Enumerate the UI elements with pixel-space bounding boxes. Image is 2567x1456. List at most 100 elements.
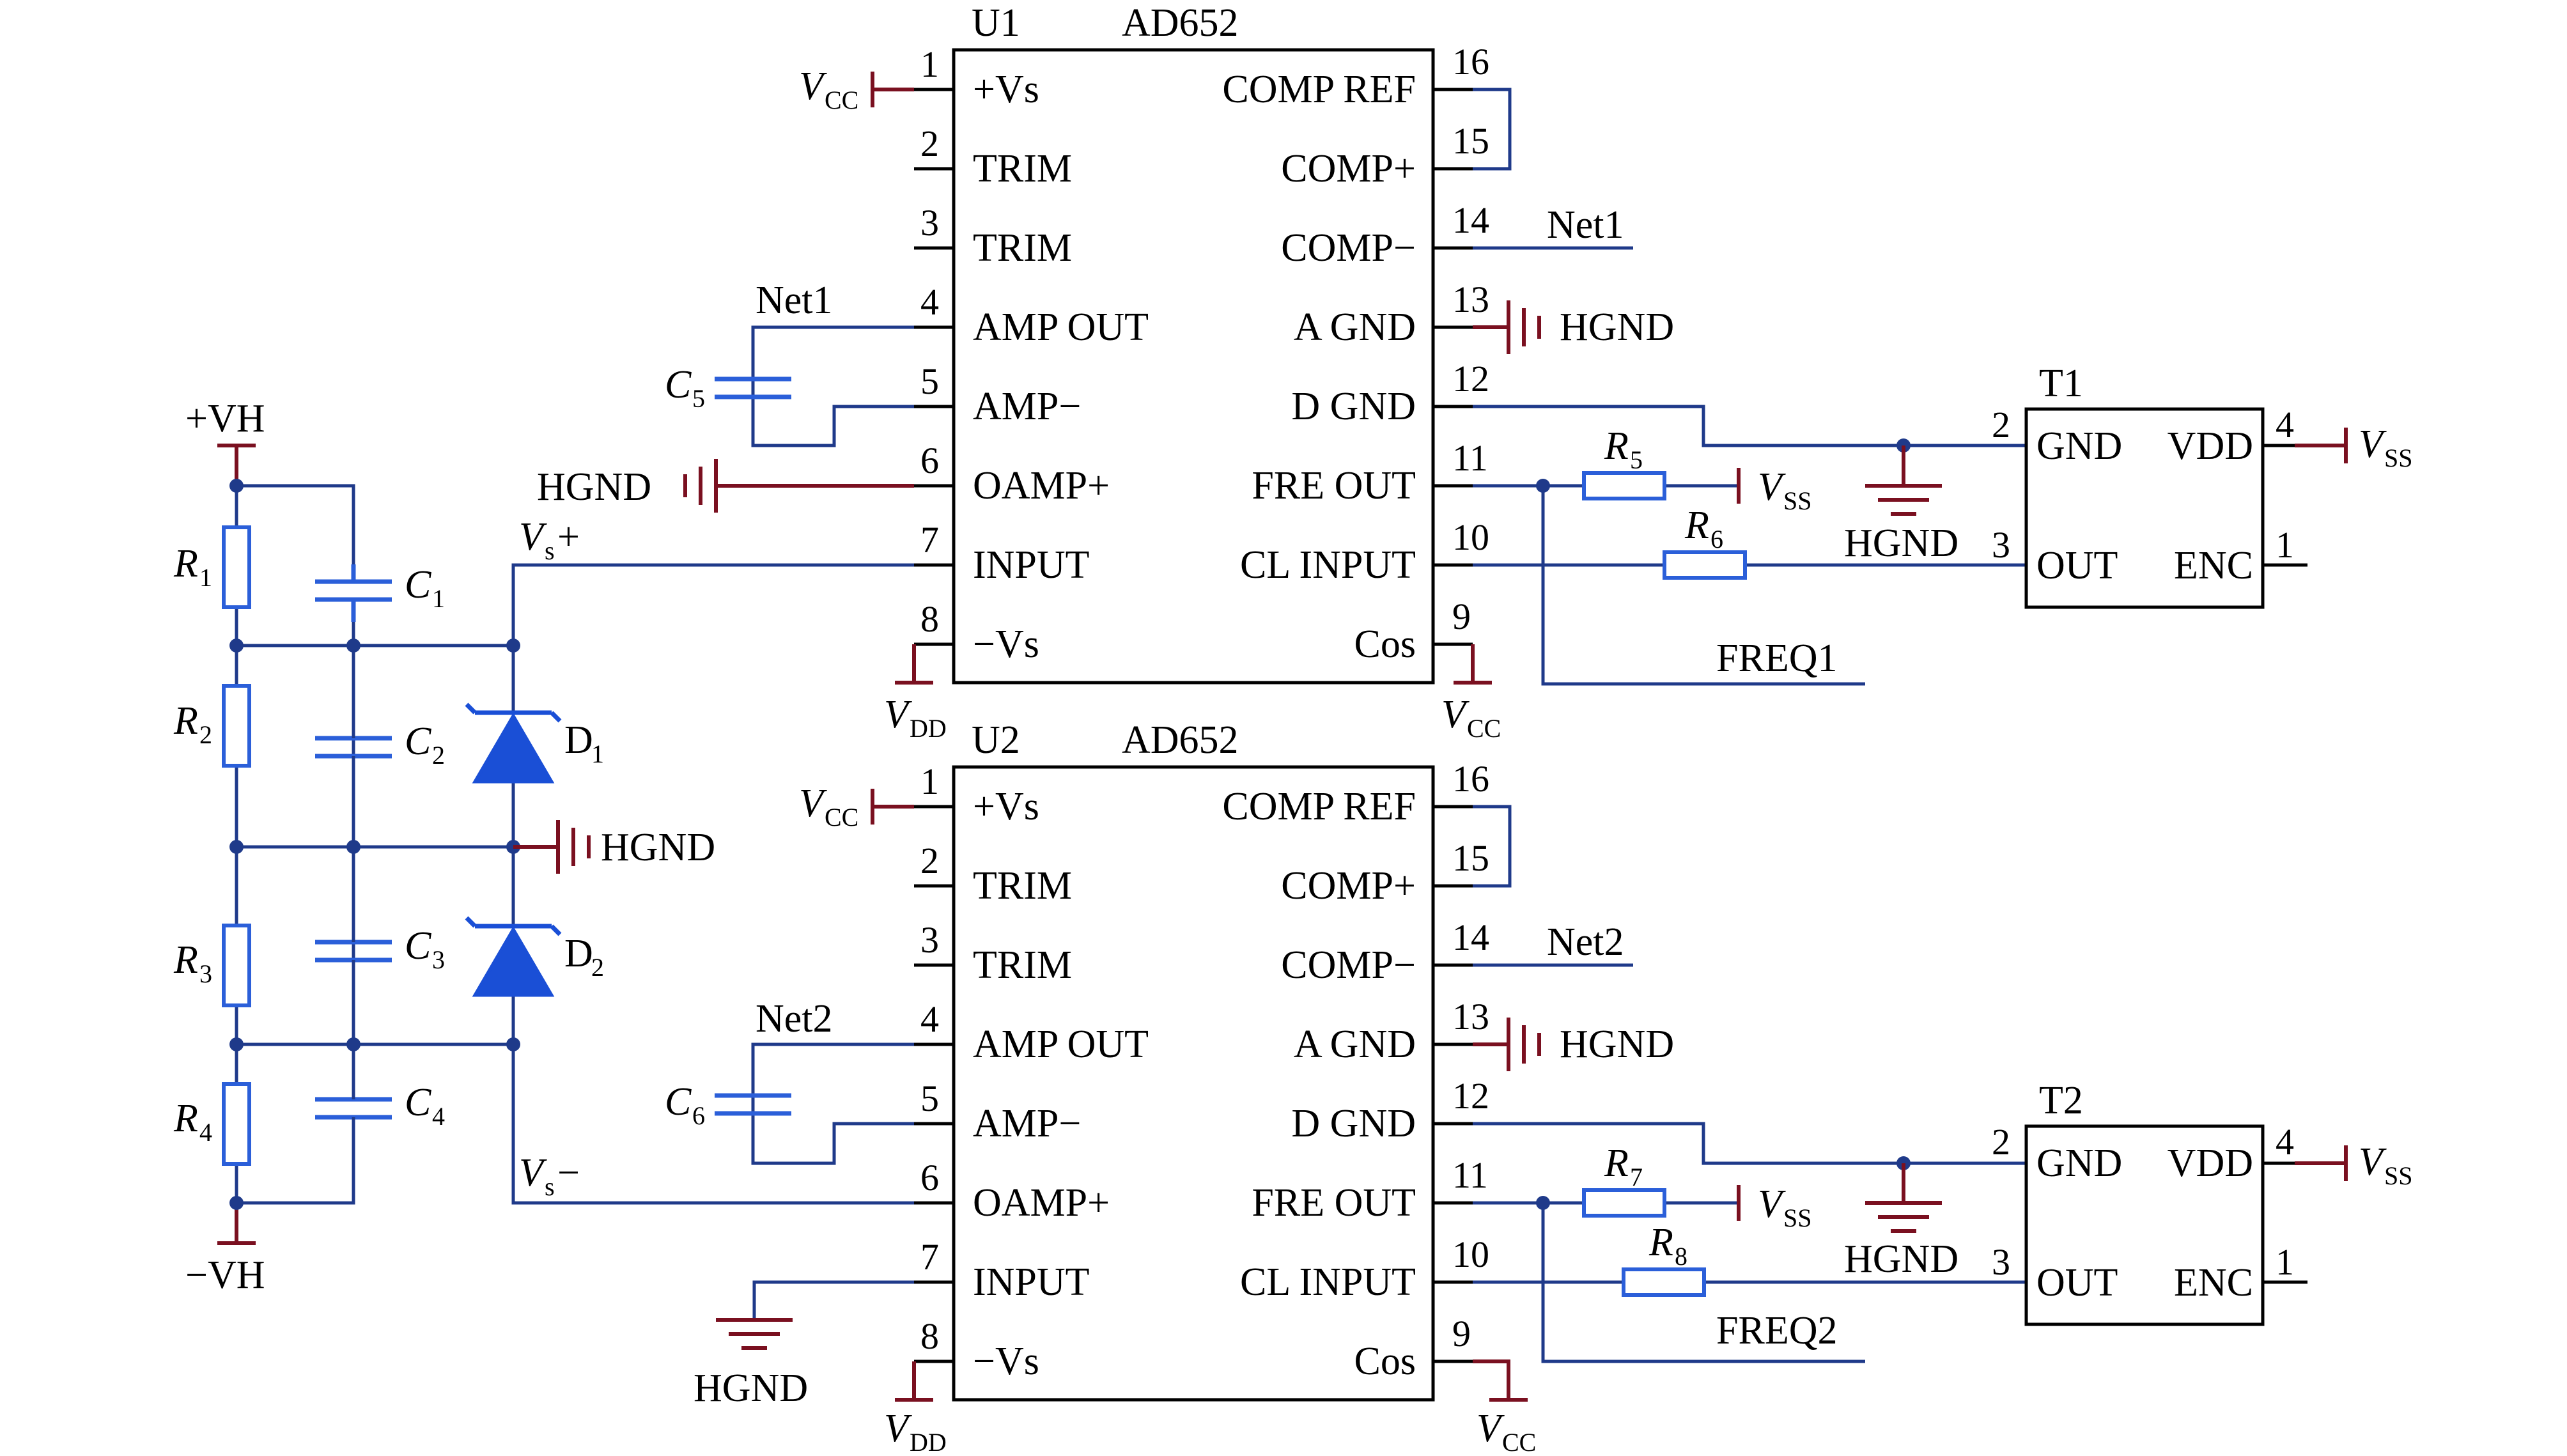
u1-pin-7-number: 7 [920, 519, 939, 561]
r2-label-sub: 2 [199, 720, 212, 749]
d1-label: D [564, 718, 593, 762]
vs-plus-v: V [519, 515, 547, 559]
u1-vcc-v: V [799, 65, 827, 108]
u1-pin-16-number: 16 [1452, 41, 1489, 82]
t2-pin-gnd-name: GND [2036, 1142, 2122, 1185]
u1-vdd-v: V [884, 693, 912, 736]
d2-label: D [564, 932, 593, 975]
u2-pin-1-number: 1 [920, 761, 939, 802]
c3-label-sub: 3 [432, 945, 445, 974]
t1-pin-1-number: 1 [2276, 524, 2294, 566]
vs-minus-suffix: − [557, 1151, 580, 1195]
t2-pin-4-number: 4 [2276, 1121, 2294, 1163]
u2-pin-3-name: TRIM [973, 943, 1072, 987]
u1-vdd-sub: DD [910, 714, 947, 743]
u1-pin-14-number: 14 [1452, 199, 1489, 241]
u2-pin-4-name: AMP OUT [973, 1023, 1149, 1066]
c4-label-sub: 4 [432, 1102, 445, 1131]
u1-part-label: AD652 [1122, 1, 1239, 45]
r5-vss-v: V [1758, 465, 1786, 509]
vh-minus-label: −VH [185, 1253, 265, 1297]
u2-vcc-supply: V CC [799, 782, 914, 832]
r5-label: R [1604, 424, 1629, 468]
u1-vcc-supply: V CC [799, 65, 914, 114]
d1-label-sub: 1 [591, 740, 604, 768]
t2-ref-label: T2 [2039, 1079, 2083, 1122]
freq2-label: FREQ2 [1716, 1309, 1837, 1352]
u1-fre-out-network: V SS FREQ1 [1473, 465, 2026, 686]
u1-agnd-hgnd: HGND [1473, 300, 1674, 354]
u2-input-hgnd-label: HGND [694, 1367, 808, 1410]
u2-net2-pin14: Net2 [1473, 920, 1633, 967]
u2-pin-10-number: 10 [1452, 1234, 1489, 1275]
u2-comp-ref-tie [1473, 805, 1512, 888]
c2-label-sub: 2 [432, 741, 445, 770]
u1-cos-vcc-sub: CC [1467, 714, 1501, 743]
u2-left-pins: 1 2 3 4 5 6 7 8 +Vs TRIM TRIM AMP OUT AM… [914, 761, 1149, 1383]
vs-plus-sub: s [545, 536, 555, 565]
d1-zener-diode: D 1 [465, 702, 604, 784]
c5-capacitor: C 5 [665, 363, 791, 413]
u2-pin-15-number: 15 [1452, 837, 1489, 879]
d2-label-sub: 2 [591, 953, 604, 982]
u1-pin-9-name: Cos [1354, 623, 1416, 666]
r7-label-sub: 7 [1630, 1163, 1643, 1191]
u2-pin-14-number: 14 [1452, 917, 1489, 958]
u2-pin-9-name: Cos [1354, 1340, 1416, 1383]
c3-capacitor: C 3 [315, 847, 445, 1044]
u1-comp-ref-tie [1473, 88, 1512, 171]
r1-label: R [173, 542, 198, 585]
u2-net2-amp-label: Net2 [756, 997, 833, 1041]
t1-pin-vdd-name: VDD [2168, 424, 2253, 468]
u1-pin-6-number: 6 [920, 440, 939, 481]
u1-right-pins: 16 15 14 13 12 11 10 9 COMP REF COMP+ CO… [1222, 41, 1489, 666]
u1-pin-2-number: 2 [920, 123, 939, 164]
u1-pin-15-number: 15 [1452, 120, 1489, 162]
u2-ad652-chip: U2 AD652 [952, 718, 1435, 1402]
r6-label-sub: 6 [1710, 525, 1723, 554]
r7-label: R [1604, 1142, 1629, 1185]
u1-net1-amp-label: Net1 [756, 279, 833, 322]
u1-pin-13-number: 13 [1452, 279, 1489, 320]
t2-vss-v: V [2359, 1140, 2387, 1184]
r2-label: R [173, 699, 198, 743]
u1-pin-5-name: AMP− [973, 385, 1081, 428]
u2-pin-13-name: A GND [1294, 1023, 1416, 1066]
u1-net1-pin14: Net1 [1473, 203, 1633, 250]
u2-vdd-supply: V DD [884, 1361, 947, 1456]
u1-pin-14-name: COMP− [1281, 226, 1416, 270]
u2-pin-8-name: −Vs [973, 1340, 1039, 1383]
u1-pin-8-number: 8 [920, 598, 939, 640]
t2-pin-2-number: 2 [1992, 1121, 2010, 1163]
u1-net1-label: Net1 [1547, 203, 1624, 247]
t2-pin-enc-name: ENC [2174, 1261, 2253, 1305]
c3-label: C [405, 924, 431, 968]
r7-resistor: R 7 [1582, 1142, 1666, 1218]
t1-pin-gnd-name: GND [2036, 424, 2122, 468]
t1-vss-sub: SS [2384, 444, 2413, 472]
u1-pin-1-number: 1 [920, 43, 939, 85]
u2-pin-11-name: FRE OUT [1252, 1181, 1416, 1225]
vh-plus-label: +VH [185, 397, 265, 440]
u1-ad652-chip: U1 AD652 [952, 1, 1435, 685]
u2-pin-1-name: +Vs [973, 785, 1039, 828]
t1-pin-4-number: 4 [2276, 404, 2294, 445]
u2-cos-vcc-v: V [1477, 1407, 1505, 1450]
c6-label-sub: 6 [692, 1101, 705, 1130]
c2-label: C [405, 720, 431, 763]
u2-agnd-hgnd: HGND [1473, 1018, 1674, 1071]
t2-pin-3-number: 3 [1992, 1241, 2010, 1283]
c6-feedback-network: Net2 [751, 997, 914, 1165]
vh-minus-supply: −VH [185, 1203, 265, 1297]
c1-capacitor: C 1 [315, 563, 445, 622]
u1-left-pins: 1 2 3 4 5 6 7 8 +Vs TRIM TRIM AMP OUT AM… [914, 43, 1149, 666]
u1-vcc-sub: CC [825, 86, 858, 114]
freq1-label: FREQ1 [1716, 637, 1837, 680]
vs-minus-net: V s − [511, 1044, 914, 1205]
u2-vdd-v: V [884, 1407, 912, 1450]
u1-pin-7-name: INPUT [973, 543, 1090, 587]
u2-vcc-v: V [799, 782, 827, 825]
u1-oamp-hgnd: HGND [537, 459, 914, 513]
u2-agnd-hgnd-label: HGND [1560, 1023, 1674, 1066]
u2-pin-5-name: AMP− [973, 1102, 1081, 1145]
